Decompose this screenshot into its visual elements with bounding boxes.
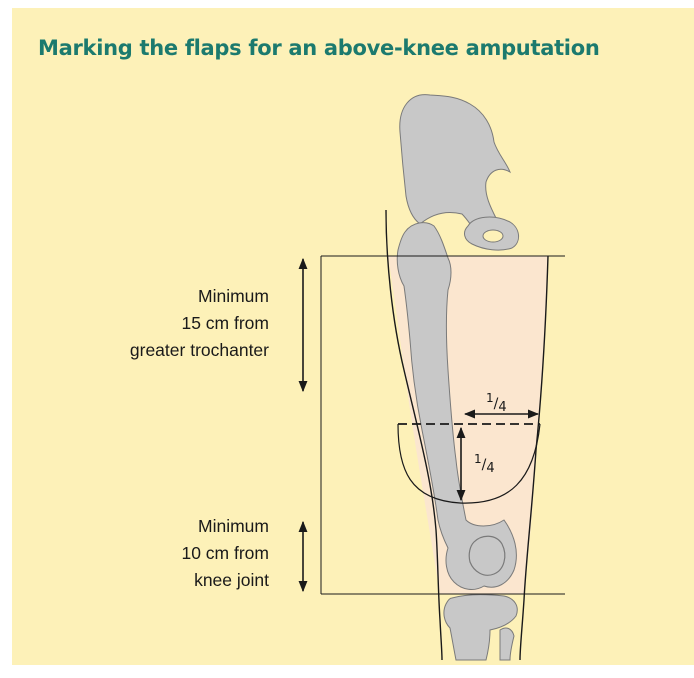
quarter-depth-fraction: 1/4 [474,457,495,473]
fraction-numerator: 1 [474,452,482,466]
fibula-bone [500,628,514,660]
pelvis-bone [400,95,510,234]
fraction-denominator: 4 [498,400,506,415]
upper-label-line-1: Minimum [130,283,269,310]
fraction-numerator: 1 [486,391,494,405]
upper-label-line-3: greater trochanter [130,337,269,364]
patella-bone [469,536,505,575]
quarter-width-fraction: 1/4 [486,396,507,412]
lower-label-line-1: Minimum [181,513,269,540]
lower-distance-label: Minimum 10 cm from knee joint [181,513,269,594]
lower-label-line-2: 10 cm from [181,540,269,567]
obturator-foramen [483,230,503,242]
fraction-denominator: 4 [486,461,494,476]
lower-label-line-3: knee joint [181,567,269,594]
upper-label-line-2: 15 cm from [130,310,269,337]
upper-distance-label: Minimum 15 cm from greater trochanter [130,283,269,364]
